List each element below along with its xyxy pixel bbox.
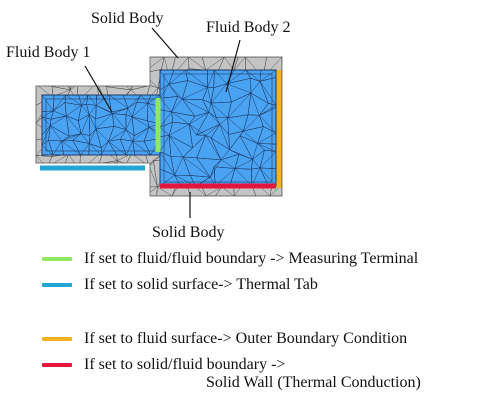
legend-text-continued: Solid Wall (Thermal Conduction) [206, 374, 421, 391]
legend-text: If set to solid surface-> Thermal Tab [84, 276, 318, 293]
legend-swatch-green [42, 257, 72, 261]
fluid-body-1-label: Fluid Body 1 [6, 44, 91, 61]
leader-fluid1 [84, 65, 113, 113]
legend-swatch-orange [42, 337, 72, 341]
fluid-body-2-mesh [160, 70, 276, 186]
fluid2-mesh-lines [160, 70, 276, 186]
legend-item-measuring-terminal: If set to fluid/fluid boundary -> Measur… [42, 249, 418, 269]
solid-body-bottom-label: Solid Body [152, 224, 225, 241]
legend-text: If set to fluid/fluid boundary -> Measur… [84, 250, 419, 267]
leader-fluid2 [225, 39, 241, 93]
legend-item-thermal-tab: If set to solid surface-> Thermal Tab [42, 275, 318, 295]
solid-body-top-label: Solid Body [91, 10, 164, 27]
leader-solid-top [151, 27, 179, 59]
fluid1-mesh-lines [42, 95, 160, 155]
legend-item-outer-boundary: If set to fluid surface-> Outer Boundary… [42, 329, 407, 349]
legend-text: If set to fluid surface-> Outer Boundary… [84, 330, 408, 347]
legend-swatch-blue [42, 283, 72, 287]
fluid-body-2-label: Fluid Body 2 [206, 19, 291, 36]
legend-text: If set to solid/fluid boundary -> [84, 356, 286, 373]
fluid-body-1-mesh [42, 95, 160, 155]
fluid-body-2-inner-layer [163, 73, 273, 183]
legend-item-solid-wall: If set to solid/fluid boundary -> [42, 355, 285, 375]
legend-swatch-red [42, 363, 72, 367]
